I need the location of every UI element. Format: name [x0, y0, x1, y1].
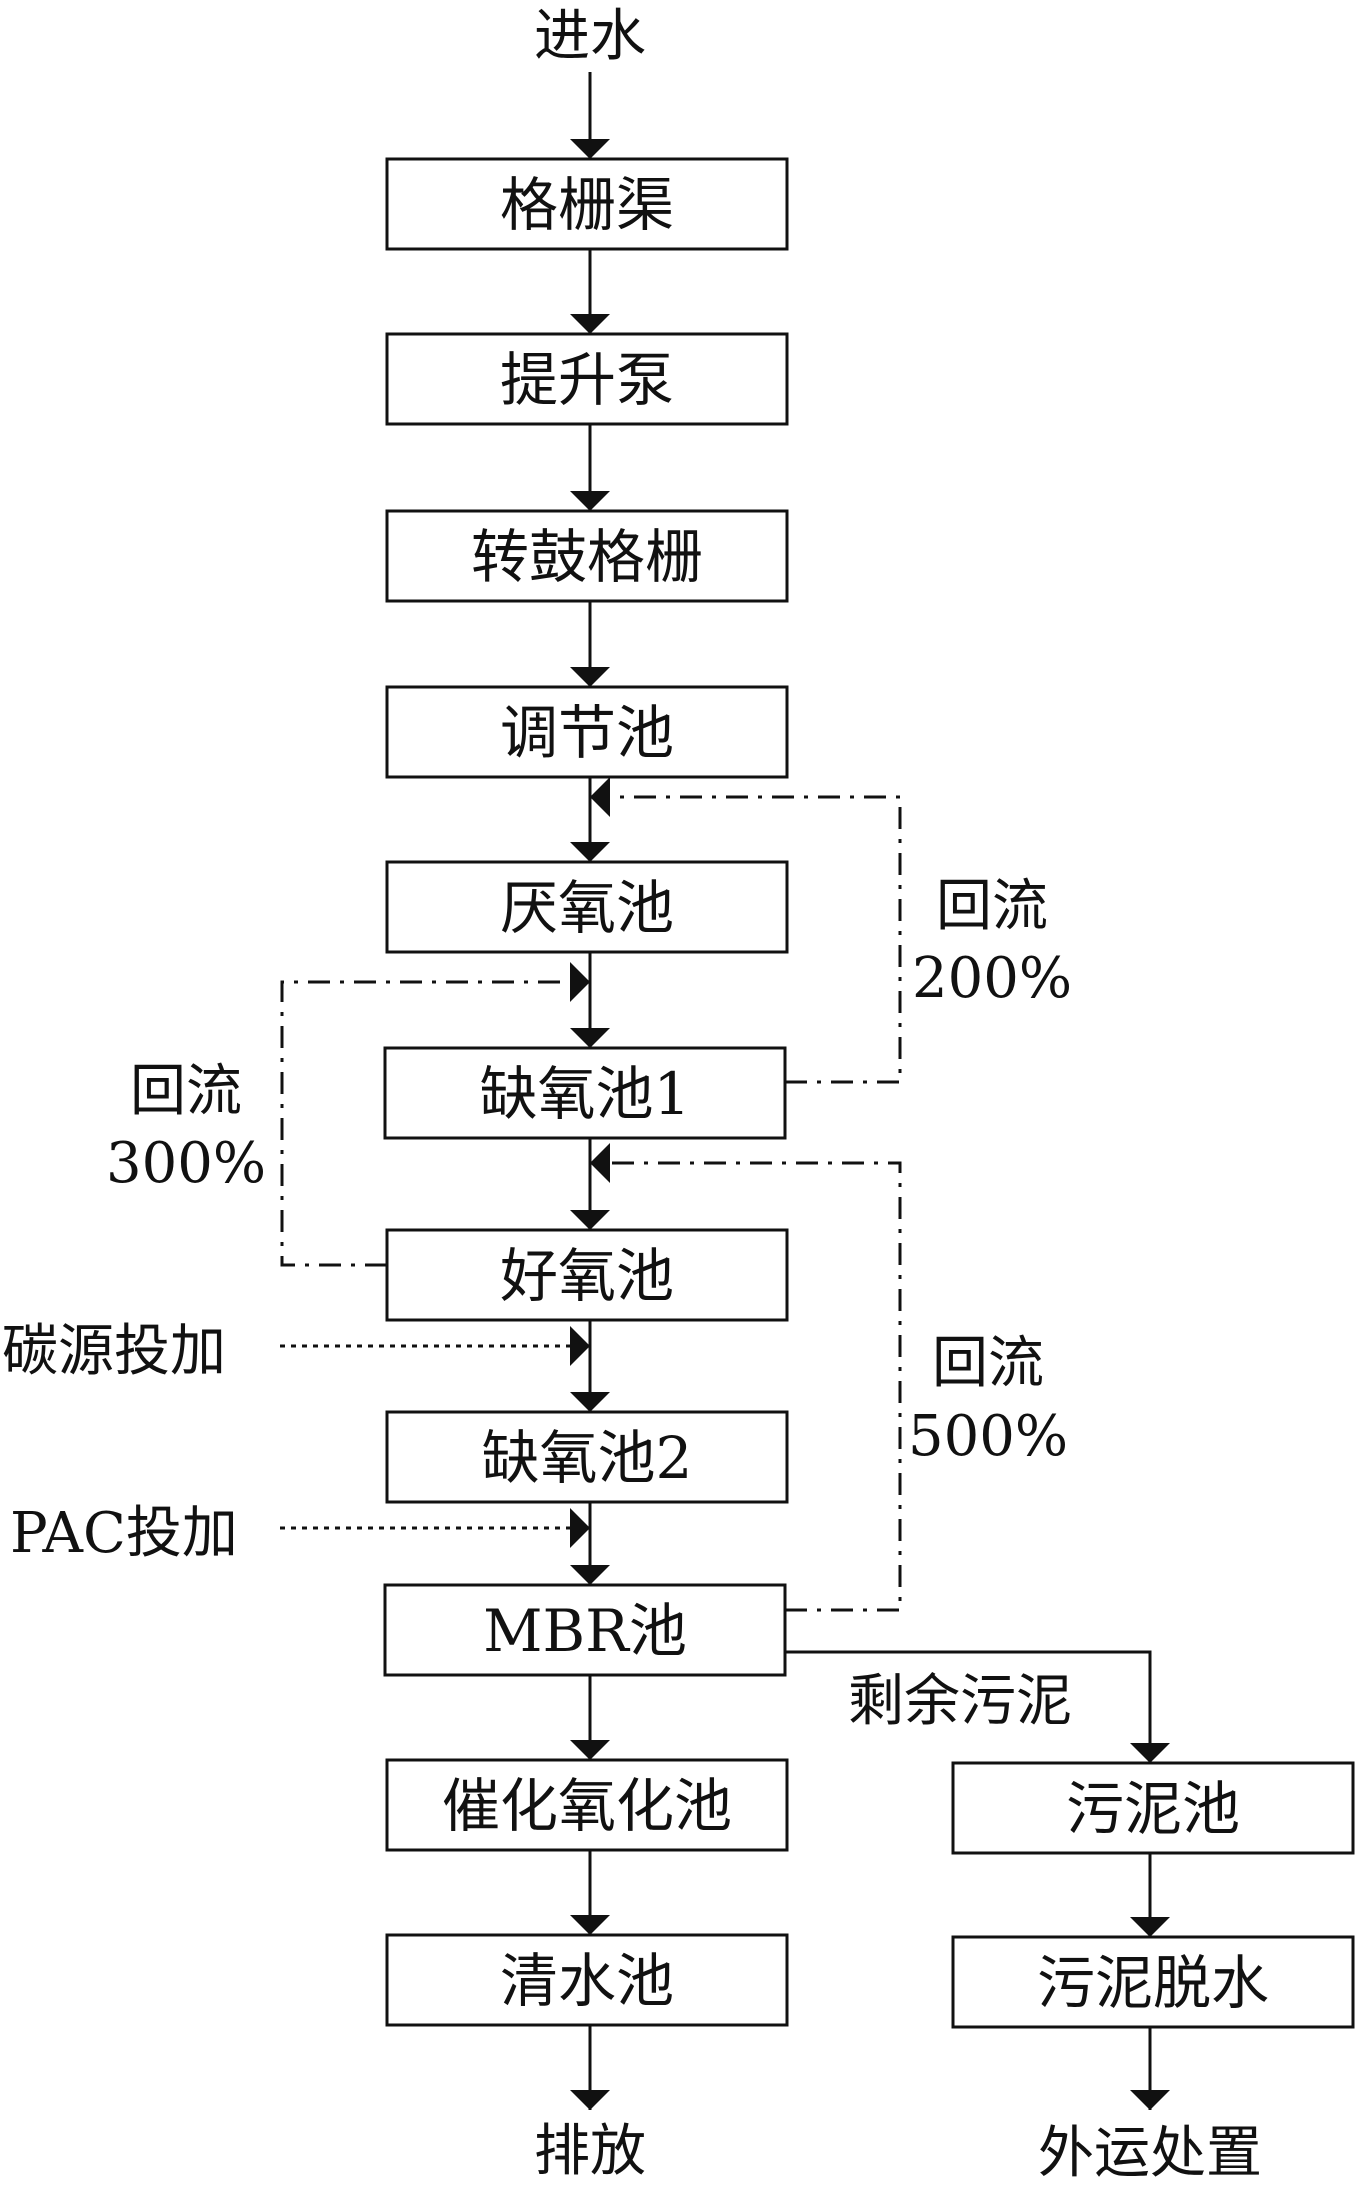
screen-channel-box [385, 157, 789, 251]
recycle-300-ratio: 300% [106, 1131, 266, 1196]
excess-sludge-label: 剩余污泥 [848, 1669, 1072, 1734]
mbr-tank-label: MBR池 [483, 1597, 687, 1665]
recycle-200-ratio: 200% [912, 946, 1072, 1011]
recycle-500-ratio: 500% [908, 1404, 1068, 1469]
drum-screen-label: 转鼓格栅 [471, 523, 703, 591]
drum-screen-box [385, 509, 789, 603]
anoxic-tank-1-label: 缺氧池1 [480, 1060, 691, 1128]
lift-pump-label: 提升泵 [500, 346, 674, 414]
recycle-200-line [590, 777, 902, 1084]
anoxic-tank-2-label: 缺氧池2 [482, 1424, 693, 1492]
aerobic-tank-label: 好氧池 [500, 1242, 674, 1310]
equalization-tank-box [385, 685, 789, 779]
catalytic-oxidation-tank-label: 催化氧化池 [442, 1772, 732, 1840]
anaerobic-tank-label: 厌氧池 [500, 874, 674, 942]
sludge-tank-label: 污泥池 [1066, 1775, 1240, 1843]
anoxic-tank-1-box [383, 1046, 787, 1140]
excess-sludge-line [785, 1650, 1170, 1763]
recycle-500-word: 回流 [932, 1331, 1044, 1396]
carbon-dosing-label: 碳源投加 [2, 1319, 226, 1384]
sludge-dewatering-box [951, 1935, 1355, 2029]
mbr-tank-box [383, 1583, 787, 1677]
catalytic-oxidation-tank-box [385, 1758, 789, 1852]
anoxic-tank-2-box [385, 1410, 789, 1504]
recycle-300-word: 回流 [130, 1059, 242, 1124]
lift-pump-box [385, 332, 789, 426]
discharge-label: 排放 [534, 2119, 646, 2184]
clear-water-tank-box [385, 1933, 789, 2027]
recycle-300-line [280, 962, 590, 1267]
pac-dosing-label: PAC投加 [10, 1501, 238, 1566]
sludge-tank-box [951, 1761, 1355, 1855]
recycle-200-word: 回流 [936, 874, 1048, 939]
screen-channel-label: 格栅渠 [500, 171, 674, 239]
sludge-dewatering-label: 污泥脱水 [1037, 1949, 1269, 2017]
equalization-tank-label: 调节池 [500, 699, 674, 767]
clear-water-tank-label: 清水池 [500, 1947, 674, 2015]
recycle-500-line [590, 1143, 902, 1612]
inlet-label: 进水 [534, 4, 646, 69]
external-disposal-label: 外运处置 [1038, 2121, 1262, 2186]
aerobic-tank-box [385, 1228, 789, 1322]
anaerobic-tank-box [385, 860, 789, 954]
